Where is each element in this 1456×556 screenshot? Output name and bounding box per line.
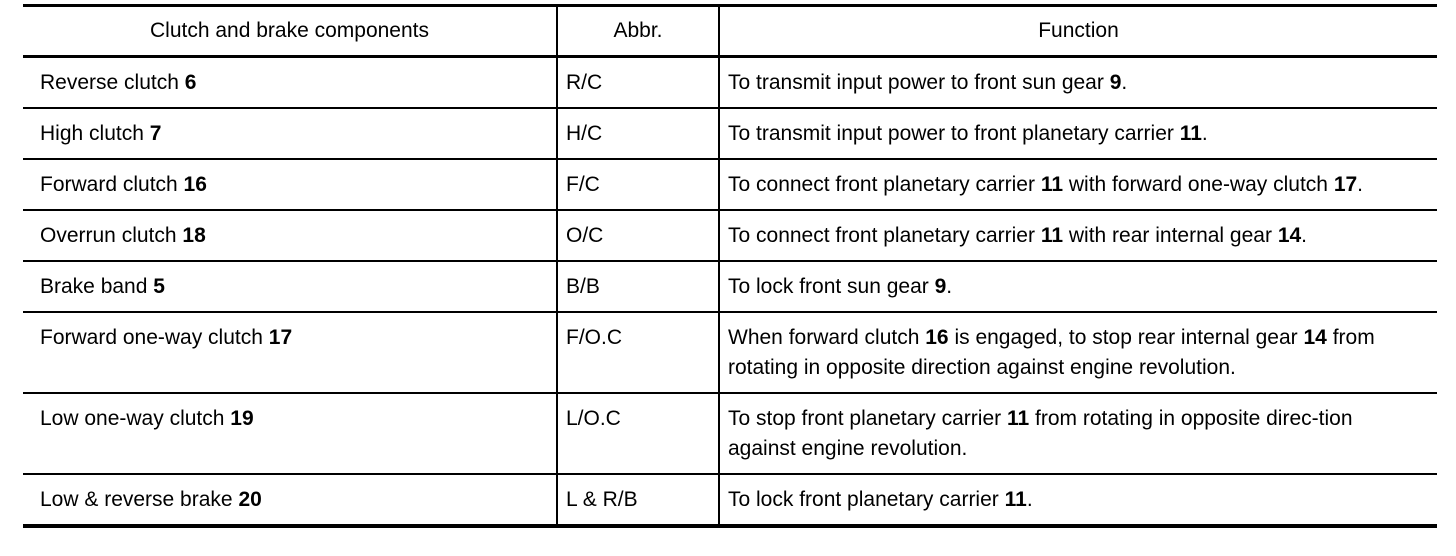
cell-text: with forward one-way clutch <box>1063 173 1334 196</box>
cell-function: To transmit input power to front sun gea… <box>718 56 1437 108</box>
callout-number: 11 <box>1006 407 1030 430</box>
callout-number: 14 <box>1277 224 1302 247</box>
callout-number: 17 <box>268 326 293 349</box>
cell-component: Forward clutch 16 <box>23 159 557 210</box>
cell-text: To lock front sun gear <box>728 275 935 298</box>
cell-function: To lock front planetary carrier 11. <box>718 474 1437 526</box>
cell-text: Low & reverse brake <box>40 488 239 511</box>
cell-text: When forward clutch <box>728 326 926 349</box>
header-row: Clutch and brake components Abbr. Functi… <box>23 5 1437 57</box>
cell-text: . <box>1301 224 1308 247</box>
callout-number: 19 <box>230 407 254 430</box>
components-table: Clutch and brake components Abbr. Functi… <box>23 4 1437 528</box>
cell-text: Forward one-way clutch <box>40 326 269 349</box>
callout-number: 11 <box>1004 488 1027 511</box>
cell-abbr: B/B <box>556 261 719 312</box>
cell-abbr: O/C <box>556 210 719 261</box>
cell-abbr: L & R/B <box>556 474 719 526</box>
cell-component: High clutch 7 <box>23 108 557 159</box>
callout-number: 18 <box>182 224 206 247</box>
callout-number: 6 <box>184 71 197 94</box>
callout-number: 16 <box>925 326 949 349</box>
cell-component: Low & reverse brake 20 <box>23 474 557 526</box>
cell-abbr: H/C <box>556 108 719 159</box>
cell-function: To transmit input power to front planeta… <box>718 108 1437 159</box>
cell-abbr: F/O.C <box>556 312 719 393</box>
callout-number: 16 <box>183 173 207 196</box>
header-abbr: Abbr. <box>556 5 719 57</box>
callout-number: 9 <box>934 275 947 298</box>
cell-function: To connect front planetary carrier 11 wi… <box>718 159 1437 210</box>
header-components: Clutch and brake components <box>150 19 429 42</box>
cell-function: To stop front planetary carrier 11 from … <box>718 393 1437 474</box>
cell-text: To connect front planetary carrier <box>728 224 1041 247</box>
callout-number: 9 <box>1109 71 1122 94</box>
callout-number: 11 <box>1040 173 1064 196</box>
callout-number: 14 <box>1303 326 1327 349</box>
cell-component: Forward one-way clutch 17 <box>23 312 557 393</box>
cell-text: . <box>1121 71 1128 94</box>
cell-text: To stop front planetary carrier <box>728 407 1007 430</box>
cell-text: . <box>1357 173 1364 196</box>
callout-number: 7 <box>149 122 162 145</box>
cell-function: To connect front planetary carrier 11 wi… <box>718 210 1437 261</box>
cell-text: is engaged, to stop rear internal gear <box>948 326 1304 349</box>
cell-component: Reverse clutch 6 <box>23 57 557 109</box>
cell-component: Low one-way clutch 19 <box>23 393 557 474</box>
cell-text: Low one-way clutch <box>40 407 231 430</box>
cell-text: . <box>946 275 953 298</box>
cell-text: To transmit input power to front sun gea… <box>728 71 1110 94</box>
cell-text: To lock front planetary carrier <box>728 488 1005 511</box>
cell-text: from rotating in opposite direc-tion aga… <box>728 407 1353 460</box>
cell-abbr: R/C <box>556 56 719 108</box>
cell-text: High clutch <box>40 122 150 145</box>
cell-text: Reverse clutch <box>40 71 185 94</box>
cell-text: from rotating in opposite direction agai… <box>728 326 1375 379</box>
callout-number: 5 <box>153 275 165 298</box>
cell-abbr: L/O.C <box>556 393 719 474</box>
cell-text: with rear internal gear <box>1063 224 1278 247</box>
header-function: Function <box>718 5 1437 57</box>
cell-text: Brake band <box>40 275 154 298</box>
cell-text: . <box>1201 122 1208 145</box>
cell-function: To lock front sun gear 9. <box>718 261 1437 312</box>
callout-number: 11 <box>1179 122 1202 145</box>
callout-number: 20 <box>238 488 262 511</box>
callout-number: 11 <box>1040 224 1064 247</box>
callout-number: 17 <box>1333 173 1358 196</box>
cell-text: To connect front planetary carrier <box>728 173 1041 196</box>
cell-function: When forward clutch 16 is engaged, to st… <box>718 312 1437 393</box>
cell-text: . <box>1026 488 1033 511</box>
cell-abbr: F/C <box>556 159 719 210</box>
cell-text: Forward clutch <box>40 173 184 196</box>
cell-text: To transmit input power to front planeta… <box>728 122 1180 145</box>
cell-component: Overrun clutch 18 <box>23 210 557 261</box>
cell-text: Overrun clutch <box>40 224 183 247</box>
cell-component: Brake band 5 <box>23 261 557 312</box>
